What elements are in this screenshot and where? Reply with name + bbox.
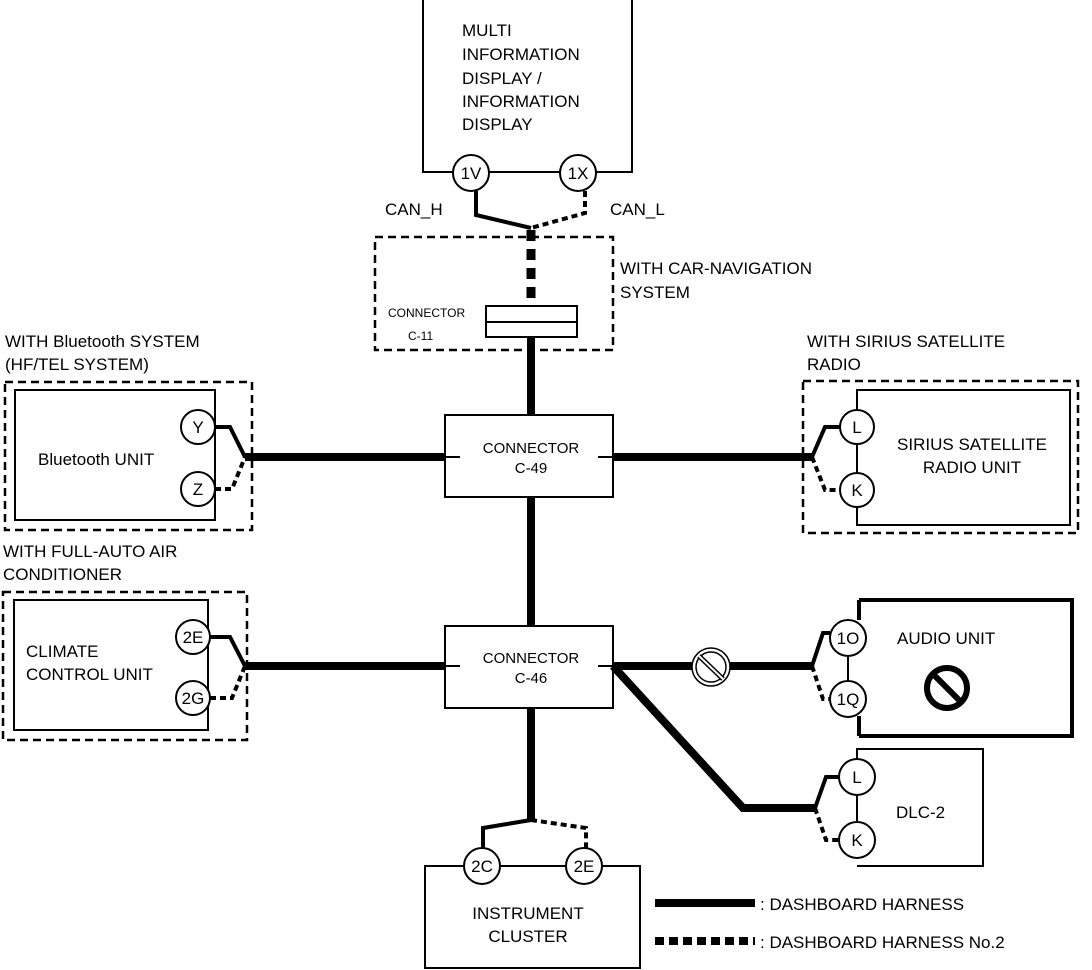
svg-text:1V: 1V (461, 164, 482, 183)
svg-text:WITH FULL-AUTO AIR: WITH FULL-AUTO AIR (3, 542, 177, 561)
svg-text:Bluetooth UNIT: Bluetooth UNIT (38, 450, 154, 469)
svg-text:CONNECTOR: CONNECTOR (388, 306, 465, 320)
svg-text:C-11: C-11 (408, 329, 433, 343)
can-l-label: CAN_L (610, 200, 665, 219)
svg-text:CONNECTOR: CONNECTOR (483, 440, 580, 457)
svg-text:DISPLAY: DISPLAY (462, 115, 533, 134)
can-h-label: CAN_H (385, 200, 443, 219)
svg-text:Z: Z (193, 480, 203, 499)
svg-text:1Q: 1Q (837, 690, 860, 709)
svg-text:L: L (852, 418, 861, 437)
svg-text:CONDITIONER: CONDITIONER (3, 565, 122, 584)
svg-text:K: K (851, 481, 863, 500)
svg-text:C-49: C-49 (515, 460, 548, 477)
svg-text:SIRIUS SATELLITE: SIRIUS SATELLITE (897, 435, 1047, 454)
svg-text:2G: 2G (182, 689, 205, 708)
svg-text:AUDIO UNIT: AUDIO UNIT (897, 629, 995, 648)
not-used-icon (691, 647, 731, 687)
svg-text:1O: 1O (837, 629, 860, 648)
svg-text:: DASHBOARD HARNESS No.2: : DASHBOARD HARNESS No.2 (760, 933, 1005, 952)
pin-1v (452, 154, 490, 192)
legend: : DASHBOARD HARNESS : DASHBOARD HARNESS … (655, 895, 1005, 952)
audio-unit: AUDIO UNIT 1O 1Q (810, 598, 1074, 738)
svg-text:(HF/TEL SYSTEM): (HF/TEL SYSTEM) (5, 355, 149, 374)
svg-text:CONNECTOR: CONNECTOR (483, 650, 580, 667)
prohibited-icon (924, 665, 970, 711)
svg-text:CLUSTER: CLUSTER (488, 927, 567, 946)
svg-text:K: K (851, 831, 863, 850)
svg-text:CONTROL UNIT: CONTROL UNIT (26, 665, 153, 684)
svg-text:INSTRUMENT: INSTRUMENT (472, 904, 583, 923)
connector-c49: CONNECTOR C-49 (444, 414, 614, 498)
svg-text:2C: 2C (471, 857, 493, 876)
svg-text:L: L (852, 768, 861, 787)
svg-text:RADIO: RADIO (807, 355, 861, 374)
connector-c46: CONNECTOR C-46 (444, 625, 614, 709)
svg-text:2E: 2E (183, 628, 204, 647)
svg-text:2E: 2E (574, 857, 595, 876)
instrument-cluster: INSTRUMENT CLUSTER 2C 2E (424, 818, 641, 969)
can-h-wire (474, 191, 532, 230)
multi-information-display: MULTI INFORMATION DISPLAY / INFORMATION … (422, 0, 633, 192)
svg-text:RADIO UNIT: RADIO UNIT (923, 458, 1021, 477)
svg-text:DISPLAY /: DISPLAY / (462, 69, 542, 88)
svg-text:1X: 1X (568, 164, 589, 183)
can-l-wire (530, 191, 587, 230)
svg-text:CLIMATE: CLIMATE (26, 642, 98, 661)
pin-1x (559, 154, 597, 192)
bluetooth-unit: WITH Bluetooth SYSTEM (HF/TEL SYSTEM) Bl… (3, 332, 254, 532)
svg-text:: DASHBOARD HARNESS: : DASHBOARD HARNESS (760, 895, 964, 914)
svg-text:DLC-2: DLC-2 (896, 803, 945, 822)
connector-c11-option: CONNECTOR C-11 WITH CAR-NAVIGATION SYSTE… (373, 230, 812, 352)
svg-text:WITH SIRIUS SATELLITE: WITH SIRIUS SATELLITE (807, 332, 1005, 351)
sirius-satellite-radio-unit: WITH SIRIUS SATELLITE RADIO SIRIUS SATEL… (801, 332, 1080, 535)
svg-text:WITH Bluetooth SYSTEM: WITH Bluetooth SYSTEM (5, 332, 200, 351)
svg-text:Y: Y (192, 418, 203, 437)
svg-text:INFORMATION: INFORMATION (462, 92, 580, 111)
dlc-2: DLC-2 L K (813, 748, 984, 867)
climate-control-unit: WITH FULL-AUTO AIR CONDITIONER CLIMATE C… (1, 542, 249, 742)
svg-text:INFORMATION: INFORMATION (462, 45, 580, 64)
svg-text:SYSTEM: SYSTEM (620, 283, 690, 302)
audio-dlc-harness (610, 662, 815, 812)
svg-text:WITH CAR-NAVIGATION: WITH CAR-NAVIGATION (620, 259, 812, 278)
svg-text:C-46: C-46 (515, 670, 548, 687)
svg-text:MULTI: MULTI (462, 21, 512, 40)
